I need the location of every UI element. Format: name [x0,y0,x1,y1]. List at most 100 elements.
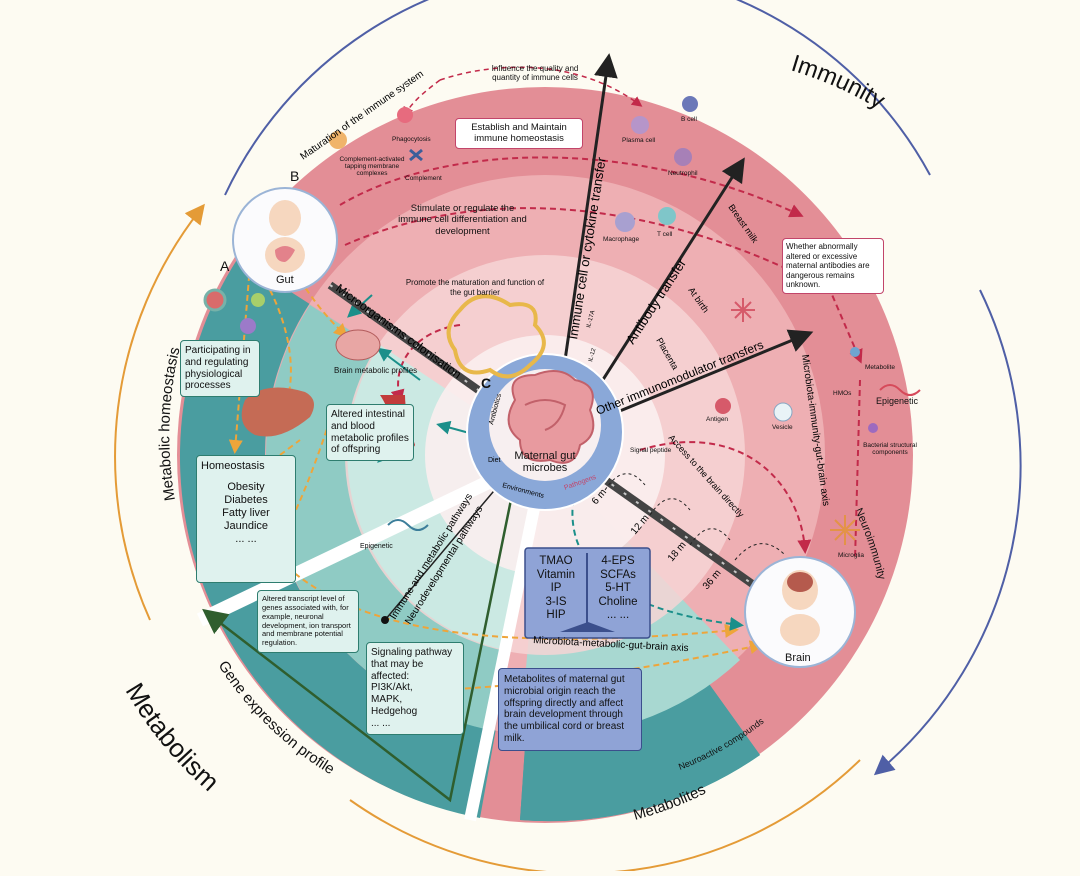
complement-tap-label: Complement-activated tapping membrane co… [339,156,405,177]
vesicle-icon [773,402,793,422]
scale-right-item: 4-EPS [601,555,635,567]
brain-icon [335,329,381,361]
plasma-cell-label: Plasma cell [622,137,656,144]
participating-box: Participating in and regulating physiolo… [180,340,260,398]
bacterial-label: Bacterial structural components [863,442,917,456]
signaling-intro: Signaling pathway that may be affected: [371,647,453,682]
epigenetic-metabolism-label: Epigenetic [360,543,393,550]
macrophage-icon [615,212,635,232]
immune-dashed-1 [339,156,804,218]
met-dashed-brain [279,559,739,640]
influence-label: Influence the quality and quantity of im… [491,64,579,83]
liver-icon [241,387,314,437]
dna-icon [879,384,921,396]
homeostasis-item: Jaundice [223,519,269,532]
epigenetic-icon [387,519,429,531]
complement-tap-icon [329,131,347,149]
scale-right-item: ... ... [606,609,630,622]
antigen-label: Antigen [706,416,729,423]
signaling-box: Signaling pathway that may be affected: … [366,642,464,735]
il12-label: IL-12 [588,347,598,362]
signaling-item: ... ... [371,717,391,729]
microglia-label: Microglia [838,552,865,559]
ring-diet: Diet [488,457,501,464]
macrophage-label: Macrophage [603,236,640,243]
metabolic-arc [114,203,205,621]
scale-right: 4-EPS SCFAs 5-HT Choline ... ... [590,555,646,623]
teal-dashed-brain [571,489,744,631]
immunity-label: Immunity [788,50,889,115]
gut-barrier-label: Promote the maturation and function of t… [405,278,545,297]
gut-barrier-icon [446,294,546,379]
homeostasis-title: Homeostasis [201,460,265,472]
signaling-item: Hedgehog [371,705,418,717]
scale-icon [560,622,615,632]
brain-profiles-label: Brain metabolic profiles [334,366,418,375]
epigenetic-immunity-label: Epigenetic [876,396,919,406]
b-cell-label: B cell [681,116,697,123]
influence-arrow [439,66,643,107]
immunity-arc-right [873,289,1022,776]
scale-left-item: HIP [546,609,566,622]
stimulate-label: Stimulate or regulate the immune cell di… [398,203,527,237]
cell-icon-3 [240,318,256,334]
homeostasis-item: Diabetes [224,493,268,506]
warning-box: Whether abnormally altered or excessive … [782,238,884,294]
cell-icon-2 [251,293,265,307]
phagocytosis-icon [397,107,413,123]
scale-left-item: 3-IS [545,595,567,608]
scale-left-item: TMAO [539,555,573,567]
scale-right-item: Choline [598,595,638,608]
b-cell-icon [682,96,698,112]
altered-profiles-box: Altered intestinal and blood metabolic p… [326,404,414,462]
antigen-icon [715,398,731,414]
brain-access-arrow [639,441,812,554]
homeostasis-item: Fatty liver [222,506,270,519]
signaling-item: MAPK, [371,694,403,706]
metabolites-box: Metabolites of maternal gut microbial or… [498,668,642,751]
signaling-item: PI3K/Akt, [371,682,413,694]
hmos-label: HMOs [833,390,852,397]
scale-right-item: 5-HT [605,582,631,595]
center-title: Maternal gut microbes [514,450,576,475]
antibody-star-icon [731,298,755,322]
plasma-cell-icon [631,116,649,134]
immunity-arc [224,0,931,196]
immune-dashed-2 [344,207,863,364]
scale-left-item: Vitamin [536,568,576,581]
cell-icon-1 [203,288,227,312]
il17a-label: IL-17A [586,310,596,329]
gut-label: Gut [276,274,294,286]
homeostasis-box: Homeostasis Obesity Diabetes Fatty liver… [196,455,296,583]
t-cell-icon [658,207,676,225]
microglia-icon [830,515,860,545]
vesicle-label: Vesicle [772,424,793,431]
brain-label: Brain [785,652,811,664]
t-cell-label: T cell [657,231,673,238]
antibody-transfer-arrow [588,157,745,401]
scale-right-item: SCFAs [600,568,636,581]
homeostasis-item: Obesity [227,480,265,493]
scale-left-item: IP [550,582,562,595]
metabolite-label: Metabolite [865,364,895,371]
panel-b: B [290,168,300,184]
homeostasis-item: ... ... [235,532,257,545]
intestine-icon [507,370,595,464]
baby-head-icon [269,200,301,236]
other-transfers-arrow [609,329,814,417]
neutrophil-icon [674,148,692,166]
establish-box: Establish and Maintain immune homeostasi… [455,118,583,149]
complement-icon [409,148,423,162]
complement-label: Complement [405,175,442,182]
signal-peptide-label: Signal peptide [630,447,672,454]
gene-expression-arrow [202,479,517,803]
immune-transfer-arrow [558,53,618,396]
scale-left: TMAO Vitamin IP 3-IS HIP [530,555,582,623]
panel-c: C [481,375,492,391]
bacterial-icon [868,423,878,433]
transcript-box: Altered transcript level of genes associ… [257,590,359,654]
phagocytosis-label: Phagocytosis [392,136,431,143]
panel-a: A [220,258,230,274]
brain-node [744,556,856,668]
